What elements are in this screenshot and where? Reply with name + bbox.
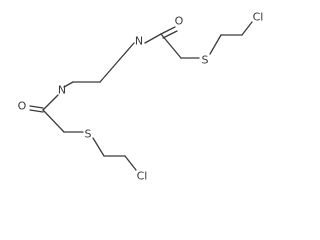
bonds <box>29 21 253 171</box>
bond-n1-carbonyl <box>144 33 162 44</box>
atom-o1: O <box>175 15 184 28</box>
atom-cl2: Cl <box>137 170 148 183</box>
bond-n2-carbonyl <box>42 94 59 111</box>
atom-cl1: Cl <box>253 11 264 24</box>
bond-ch2-cl2 <box>124 155 137 171</box>
chemical-structure-diagram: O N S Cl N O S Cl <box>18 11 264 183</box>
bond-carbonyl-o1-b <box>162 30 178 39</box>
bond-carbonyl-ch2 <box>160 33 182 59</box>
atom-n2: N <box>58 84 66 97</box>
bond-carbonyl-o2-a <box>29 105 44 109</box>
bond-s1-ch2 <box>209 34 222 55</box>
bond-propyl-1 <box>99 58 121 83</box>
atom-s2: S <box>85 128 92 141</box>
bond-n1-c-propyl <box>119 42 135 60</box>
bond-ch2-cl1 <box>241 21 253 36</box>
atom-s1: S <box>202 54 209 67</box>
bond-carbonyl-o1-a <box>160 26 176 35</box>
atom-o2: O <box>18 100 27 113</box>
bond-carbonyl-o2-b <box>29 109 44 113</box>
bond-propyl-n2 <box>63 81 74 88</box>
bond-carbonyl-ch2-lower <box>42 109 65 133</box>
atom-n1: N <box>135 35 143 48</box>
bond-s2-ch2 <box>92 137 105 157</box>
atom-labels: O N S Cl N O S Cl <box>18 11 264 183</box>
